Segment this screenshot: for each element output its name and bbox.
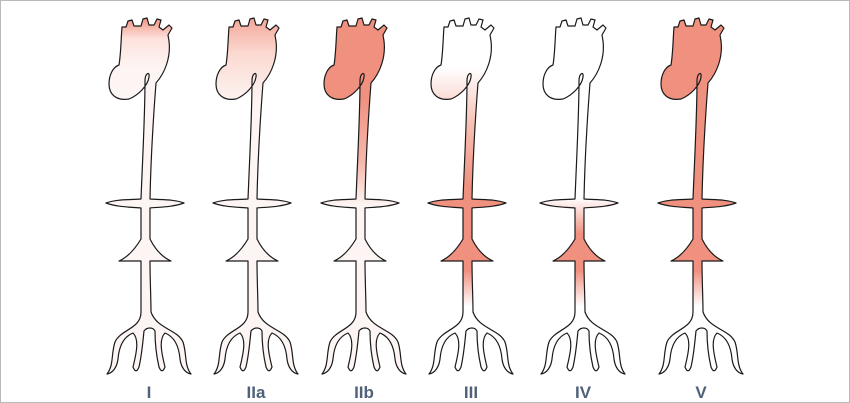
aorta-outline-iii — [427, 17, 514, 375]
aorta-type-v — [657, 17, 744, 375]
aorta-outline-v — [657, 17, 744, 375]
type-label-iib: IIb — [354, 383, 374, 402]
type-label-iia: IIa — [247, 383, 266, 402]
aorta-outline-i — [105, 17, 192, 375]
type-label-iv: IV — [575, 383, 592, 402]
aorta-outline-iib — [320, 17, 407, 375]
aorta-type-iv — [539, 17, 626, 375]
aorta-outline-iv — [539, 17, 626, 375]
type-label-i: I — [147, 383, 152, 402]
aorta-type-iia — [212, 17, 299, 375]
aorta-outline-iia — [212, 17, 299, 375]
type-label-v: V — [695, 383, 707, 402]
aorta-type-i — [105, 17, 192, 375]
aorta-type-iib — [320, 17, 407, 375]
aorta-type-iii — [427, 17, 514, 375]
type-label-iii: III — [464, 383, 478, 402]
